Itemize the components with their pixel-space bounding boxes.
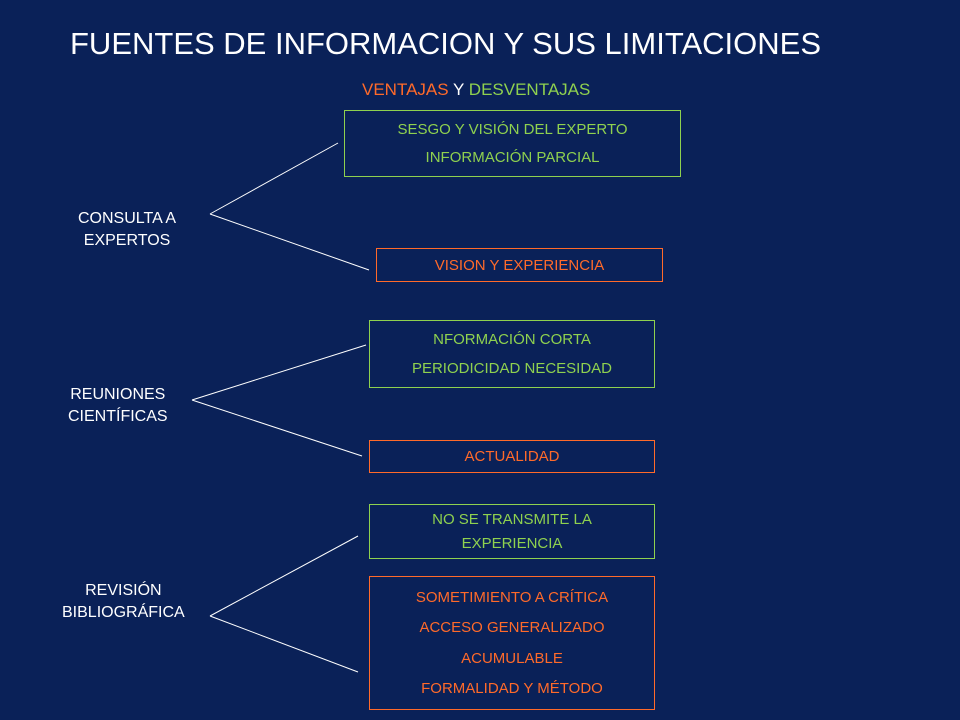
source-label-line: CIENTÍFICAS	[68, 408, 168, 425]
ventaja-item: VISION Y EXPERIENCIA	[434, 256, 605, 274]
desventajas-box-revision: NO SE TRANSMITE LA EXPERIENCIA	[369, 504, 655, 559]
connector-consulta-ventaja	[209, 213, 370, 271]
desventaja-item: NO SE TRANSMITE LA	[432, 511, 592, 528]
legend-desventajas: DESVENTAJAS	[468, 80, 591, 99]
source-label-line: EXPERTOS	[83, 232, 171, 249]
connector-revision-ventaja	[209, 615, 359, 673]
source-label-line: BIBLIOGRÁFICA	[62, 604, 185, 621]
source-reuniones-cientificas: REUNIONES CIENTÍFICAS	[68, 384, 168, 428]
connector-revision-desventaja	[209, 535, 359, 617]
ventajas-box-consulta: VISION Y EXPERIENCIA	[376, 248, 663, 282]
source-label-line: CONSULTA A	[78, 210, 177, 227]
ventaja-item: ACTUALIDAD	[464, 448, 560, 465]
source-consulta-expertos: CONSULTA A EXPERTOS	[78, 208, 176, 252]
source-label-line: REVISIÓN	[85, 582, 162, 599]
legend-ventajas: VENTAJAS	[362, 80, 449, 99]
legend-y: Y	[453, 80, 465, 99]
source-label-line: REUNIONES	[70, 386, 166, 403]
connector-reuniones-ventaja	[191, 399, 363, 457]
desventaja-item: PERIODICIDAD NECESIDAD	[411, 359, 613, 377]
ventaja-item: ACCESO GENERALIZADO	[419, 619, 605, 637]
desventajas-box-consulta: SESGO Y VISIÓN DEL EXPERTO INFORMACIÓN P…	[344, 110, 681, 177]
connector-reuniones-desventaja	[191, 344, 367, 401]
desventaja-item: SESGO Y VISIÓN DEL EXPERTO	[397, 121, 628, 138]
desventajas-box-reuniones: NFORMACIÓN CORTA PERIODICIDAD NECESIDAD	[369, 320, 655, 388]
legend: VENTAJAS Y DESVENTAJAS	[362, 80, 590, 100]
ventajas-box-reuniones: ACTUALIDAD	[369, 440, 655, 473]
ventajas-box-revision: SOMETIMIENTO A CRÍTICA ACCESO GENERALIZA…	[369, 576, 655, 710]
desventaja-item: INFORMACIÓN PARCIAL	[425, 149, 600, 166]
desventaja-item: EXPERIENCIA	[461, 535, 563, 552]
ventaja-item: SOMETIMIENTO A CRÍTICA	[415, 589, 609, 607]
ventaja-item: FORMALIDAD Y MÉTODO	[421, 679, 603, 697]
desventaja-item: NFORMACIÓN CORTA	[433, 331, 591, 349]
source-revision-bibliografica: REVISIÓN BIBLIOGRÁFICA	[62, 580, 185, 624]
ventaja-item: ACUMULABLE	[461, 649, 563, 667]
page-title: FUENTES DE INFORMACION Y SUS LIMITACIONE…	[70, 26, 821, 61]
connector-consulta-desventaja	[209, 142, 339, 215]
